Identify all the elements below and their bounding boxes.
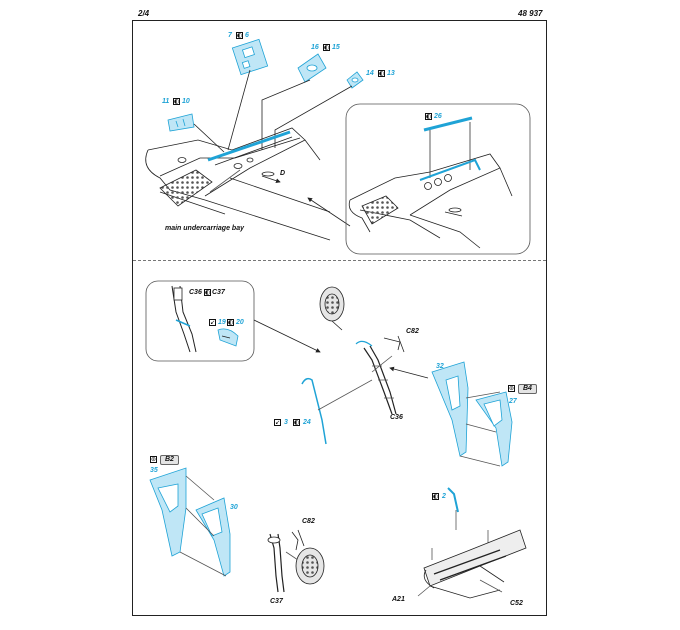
part-number-35: 35: [150, 467, 158, 474]
photo-etch-icon: ◐: [173, 98, 180, 105]
part-a21: A21: [392, 596, 405, 603]
part-number-11: 11: [162, 98, 170, 105]
pe-door-35: [149, 467, 187, 557]
part-number-14: 14: [366, 70, 374, 77]
page-number: 2/4: [138, 9, 150, 18]
pe-part-10: [167, 113, 195, 132]
part-c82-lower: C82: [302, 518, 315, 525]
photo-etch-icon: ◐: [204, 289, 211, 296]
part-number-30: 30: [230, 504, 238, 511]
bend-icon: ↙: [274, 419, 281, 426]
part-number-7: 7: [228, 32, 232, 39]
inset-part-c36: C36: [189, 289, 202, 296]
part-c82-upper: C82: [406, 328, 419, 335]
pe-door-30: [195, 497, 231, 577]
part-number-16: 16: [311, 44, 319, 51]
kit-code: 48 937: [518, 9, 543, 18]
photo-etch-icon: ◐: [236, 32, 243, 39]
pe-part-6: [231, 38, 269, 76]
part-number-13: 13: [387, 70, 395, 77]
photo-etch-icon: ◐: [432, 493, 439, 500]
part-number-2: 2: [442, 493, 446, 500]
section-divider: [133, 260, 546, 261]
reference-b2: B2: [160, 455, 179, 465]
inset-part-c37: C37: [212, 289, 225, 296]
pe-part-15: [297, 53, 327, 83]
pe-door-32: [431, 361, 469, 457]
part-number-26: 26: [434, 113, 442, 120]
photo-etch-icon: ◐: [425, 113, 432, 120]
part-c36: C36: [390, 414, 403, 421]
part-number-20: 20: [236, 319, 244, 326]
part-c52: C52: [510, 600, 523, 607]
reference-icon: ⊛: [508, 385, 515, 392]
photo-etch-icon: ◐: [378, 70, 385, 77]
reference-icon: ⊛: [150, 456, 157, 463]
wheel-2: [295, 547, 325, 585]
top-section: [145, 38, 531, 255]
pe-door-27: [475, 391, 513, 467]
wheel-1: [319, 286, 345, 331]
part-number-3: 3: [284, 419, 288, 426]
part-number-24: 24: [303, 419, 311, 426]
part-number-6: 6: [245, 32, 249, 39]
part-number-27: 27: [509, 398, 517, 405]
instruction-sheet: [132, 20, 547, 616]
part-number-19: 19: [218, 319, 226, 326]
photo-etch-icon: ◐: [293, 419, 300, 426]
part-number-10: 10: [182, 98, 190, 105]
caption-main-undercarriage-bay: main undercarriage bay: [165, 225, 244, 232]
part-number-15: 15: [332, 44, 340, 51]
part-c37: C37: [270, 598, 283, 605]
point-d: D: [280, 170, 286, 177]
photo-etch-icon: ◐: [323, 44, 330, 51]
photo-etch-icon: ◐: [227, 319, 234, 326]
pe-part-13: [346, 71, 364, 89]
bottom-section: [145, 280, 527, 599]
reference-b4: B4: [518, 384, 537, 394]
bend-icon: ↙: [209, 319, 216, 326]
part-number-32: 32: [436, 363, 444, 370]
